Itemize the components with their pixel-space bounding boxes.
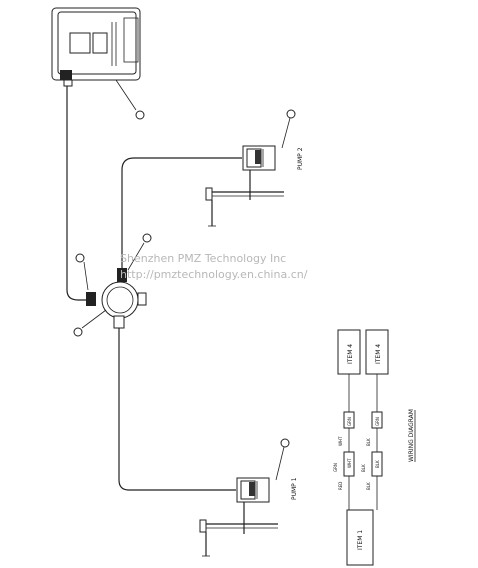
wiring-item4-a-label: ITEM 4: [347, 344, 354, 364]
wire-label-grn-a: GRN: [347, 417, 352, 426]
wire-label-blk-2: BLK: [375, 460, 380, 468]
callout-controller: [115, 79, 145, 120]
wire-label-blk-3: BLK: [366, 482, 371, 490]
wire-label-grn-b: GRN: [375, 417, 380, 426]
wire-label-wht-2: WHT: [347, 458, 352, 468]
tubing-manifold-pump1: [118, 328, 236, 491]
wire-label-grn-c: GRN: [333, 463, 338, 472]
tubing-controller-manifold: [66, 86, 88, 301]
wiring-item4-b-label: ITEM 4: [375, 344, 382, 364]
controller-unit: [51, 7, 141, 87]
wire-label-blk-c: BLK: [361, 464, 366, 472]
wire-label-blk-1: BLK: [366, 438, 371, 446]
controller-display-right: [92, 32, 108, 54]
wire-label-red: RED: [338, 482, 343, 490]
wiring-diagram-title: WIRING DIAGRAM: [408, 409, 415, 462]
pump-2: [205, 109, 296, 227]
tubing-manifold-pump2: [121, 157, 242, 268]
watermark-line2: http://pmztechnology.en.china.cn/: [120, 268, 308, 281]
callouts-manifold: [73, 233, 152, 337]
manifold-hub: [86, 268, 147, 329]
watermark-line1: Shenzhen PMZ Technology Inc: [120, 252, 286, 265]
wiring-title-group: WIRING DIAGRAM: [408, 409, 416, 462]
pump-1: [199, 438, 290, 557]
callout-pump2: [286, 109, 296, 119]
pump1-label: PUMP 1: [291, 477, 298, 500]
controller-display-left: [69, 32, 91, 54]
pump2-label: PUMP 2: [297, 147, 304, 170]
item1-box: [346, 509, 374, 566]
wire-label-wht-1: WHT: [338, 436, 343, 446]
wiring-item1-label: ITEM 1: [357, 530, 364, 550]
callout-pump1: [280, 438, 290, 448]
wiring-diagram: [337, 329, 389, 566]
